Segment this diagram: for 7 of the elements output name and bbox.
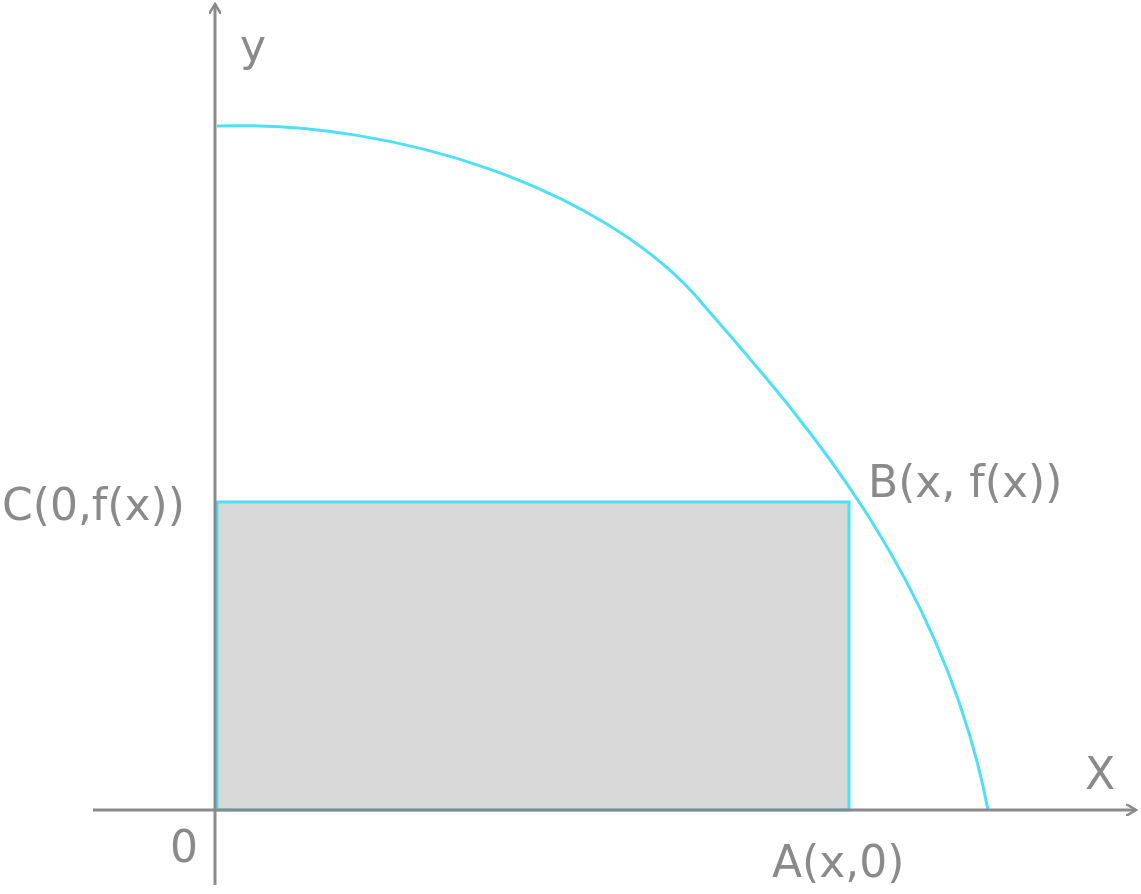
point-label: C(0,f(x)) [2, 483, 185, 527]
shaded-rectangle [215, 500, 851, 812]
point-label: B(x, f(x)) [868, 460, 1063, 504]
axis-label: y [240, 24, 267, 68]
axis-label: X [1085, 752, 1116, 796]
origin-label: 0 [170, 825, 198, 869]
point-label: A(x,0) [772, 840, 905, 884]
